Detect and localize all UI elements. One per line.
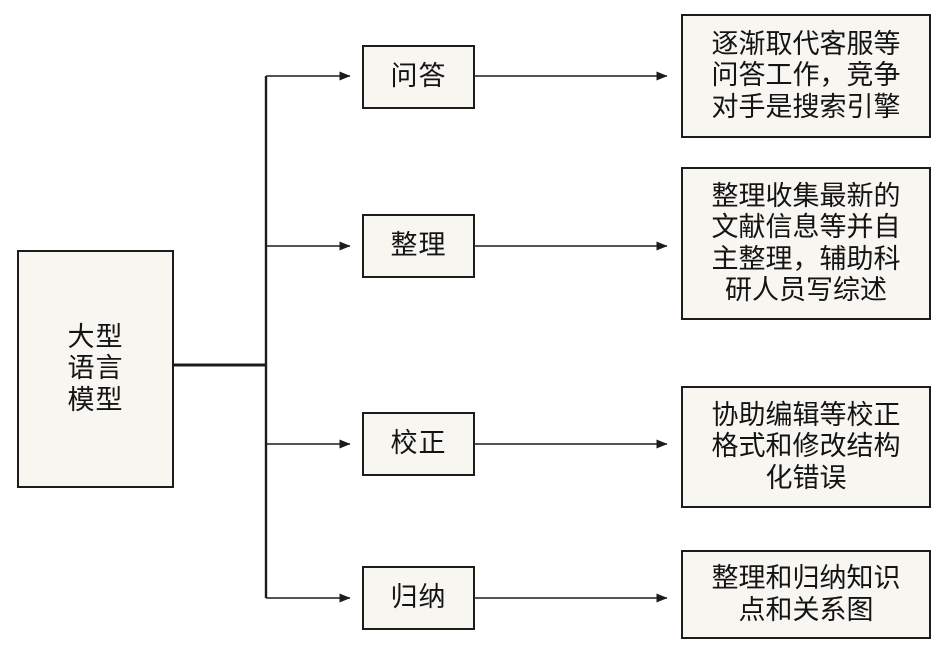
root-node-label: 大型 语言 模型 bbox=[67, 322, 124, 415]
category-node-label: 问答 bbox=[390, 61, 447, 92]
detail-node-text: 整理收集最新的 文献信息等并自 主整理，辅助科 研人员写综述 bbox=[711, 180, 901, 305]
category-node-proofread: 校正 bbox=[362, 412, 475, 476]
category-node-label: 校正 bbox=[390, 428, 447, 459]
category-node-summarize: 归纳 bbox=[362, 566, 475, 630]
detail-node-text: 整理和归纳知识 点和关系图 bbox=[711, 563, 901, 625]
category-node-label: 归纳 bbox=[390, 582, 447, 613]
detail-node-summarize: 整理和归纳知识 点和关系图 bbox=[681, 550, 931, 639]
category-node-organize: 整理 bbox=[362, 214, 475, 278]
root-node-large-language-model: 大型 语言 模型 bbox=[17, 250, 174, 488]
detail-node-text: 逐渐取代客服等 问答工作，竞争 对手是搜索引擎 bbox=[711, 29, 901, 122]
detail-node-organize: 整理收集最新的 文献信息等并自 主整理，辅助科 研人员写综述 bbox=[681, 167, 931, 320]
category-node-qa: 问答 bbox=[362, 45, 475, 109]
detail-node-text: 协助编辑等校正 格式和修改结构 化错误 bbox=[711, 400, 901, 493]
detail-node-qa: 逐渐取代客服等 问答工作，竞争 对手是搜索引擎 bbox=[681, 14, 931, 138]
category-node-label: 整理 bbox=[390, 230, 447, 261]
detail-node-proofread: 协助编辑等校正 格式和修改结构 化错误 bbox=[681, 386, 931, 508]
